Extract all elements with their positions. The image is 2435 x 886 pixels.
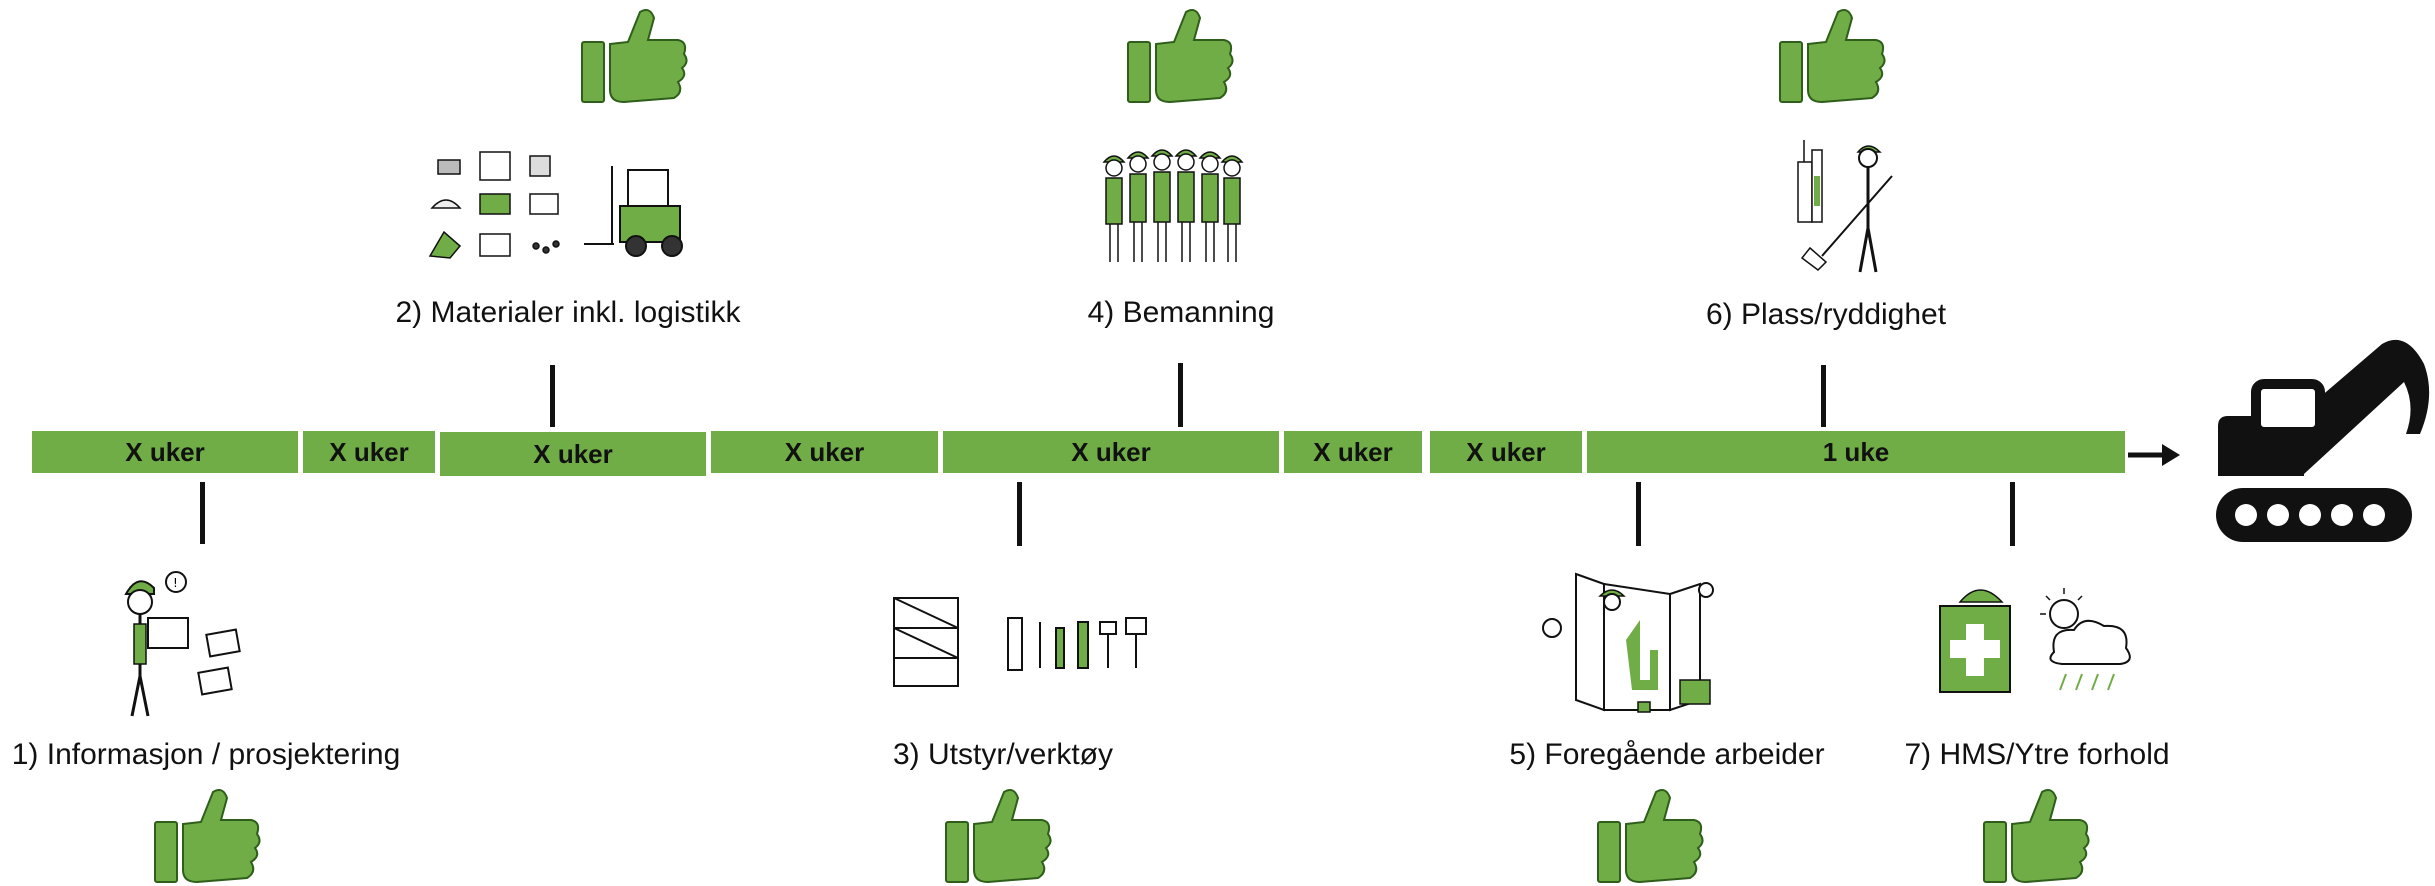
thumbs-up-icon <box>154 789 261 884</box>
timeline-segment-1: X uker <box>32 431 298 473</box>
thumbs-up-icon <box>1127 9 1234 104</box>
arrow-right-icon <box>2128 444 2180 466</box>
factor-label-6: 6) Plass/ryddighet <box>1705 298 1947 331</box>
timeline-segment-4: X uker <box>711 431 938 473</box>
scaffold-and-tools-icon <box>893 597 1147 687</box>
factor-label-7: 7) HMS/Ytre forhold <box>1904 738 2170 771</box>
timeline-segment-5: X uker <box>943 431 1279 473</box>
timeline-segment-6: X uker <box>1284 431 1422 473</box>
thumbs-up-icon <box>1597 789 1704 884</box>
worker-sweeping-icon <box>1797 140 1893 273</box>
connector-line-6 <box>1821 365 1826 427</box>
engineer-with-documents-icon: ! <box>124 571 241 717</box>
connector-line-2 <box>550 365 555 427</box>
excavator-icon <box>2216 339 2430 542</box>
workers-painting-walls-icon <box>1542 572 1714 713</box>
svg-text:!: ! <box>173 576 178 590</box>
factor-label-3: 3) Utstyr/verktøy <box>892 738 1114 771</box>
thumbs-up-icon <box>581 9 688 104</box>
thumbs-up-icon <box>1983 789 2090 884</box>
connector-line-7 <box>2010 482 2015 546</box>
connector-line-3 <box>1017 482 1022 546</box>
timeline-segment-2: X uker <box>303 431 435 473</box>
timeline-segment-3: X uker <box>440 432 706 476</box>
first-aid-and-weather-icon <box>1939 588 2131 693</box>
connector-line-5 <box>1636 482 1641 546</box>
materials-and-forklift-icon <box>428 151 683 259</box>
timeline-segment-7: X uker <box>1430 431 1582 473</box>
connector-line-4 <box>1178 363 1183 427</box>
factor-label-1: 1) Informasjon / prosjektering <box>11 738 401 771</box>
timeline-segment-8: 1 uke <box>1587 431 2125 473</box>
connector-line-1 <box>200 482 205 544</box>
thumbs-up-icon <box>945 789 1052 884</box>
workers-crew-icon <box>1102 149 1244 262</box>
factor-label-5: 5) Foregående arbeider <box>1509 738 1825 771</box>
factor-label-2: 2) Materialer inkl. logistikk <box>395 296 741 329</box>
thumbs-up-icon <box>1779 9 1886 104</box>
factor-label-4: 4) Bemanning <box>1087 296 1275 329</box>
